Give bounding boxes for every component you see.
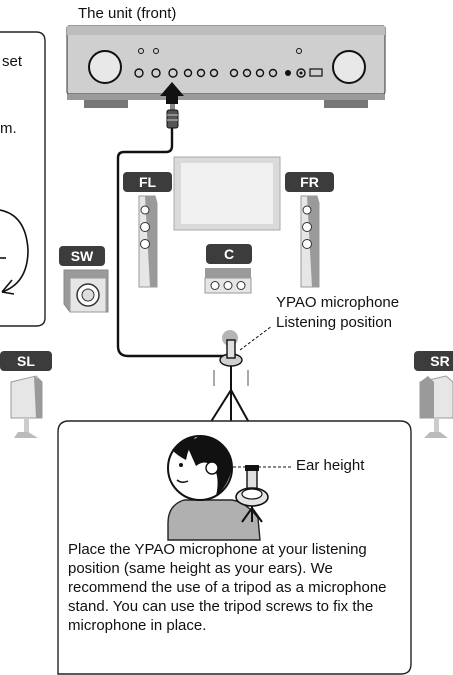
front-right-speaker-icon: FR bbox=[285, 172, 334, 288]
surround-right-speaker-icon: SR bbox=[414, 351, 453, 438]
center-speaker-icon: C bbox=[204, 244, 252, 294]
mic-leader-line bbox=[239, 325, 273, 351]
subwoofer-icon: SW bbox=[59, 246, 109, 313]
badge-sw-text: SW bbox=[71, 248, 94, 264]
unit-front-label: The unit (front) bbox=[78, 5, 177, 22]
connect-arrow-icon bbox=[160, 82, 184, 104]
tip-fragment-2: m. bbox=[0, 120, 17, 137]
badge-c-text: C bbox=[224, 246, 234, 262]
badge-sr-text: SR bbox=[430, 353, 449, 369]
badge-fl-text: FL bbox=[139, 174, 157, 190]
badge-fr-text: FR bbox=[300, 174, 319, 190]
front-left-speaker-icon: FL bbox=[123, 172, 172, 288]
tip-fragment-1: set bbox=[2, 53, 23, 70]
listener-face-icon bbox=[167, 435, 261, 541]
surround-left-speaker-icon: SL bbox=[0, 351, 52, 438]
mic-label-line2: Listening position bbox=[276, 314, 392, 331]
mic-cable bbox=[116, 128, 228, 358]
mic-label-line1: YPAO microphone bbox=[276, 294, 400, 311]
tripod-mic-icon bbox=[206, 339, 253, 429]
closeup-mic-icon bbox=[235, 465, 269, 523]
tv-icon bbox=[173, 156, 281, 231]
badge-sl-text: SL bbox=[17, 353, 35, 369]
ear-height-label: Ear height bbox=[296, 457, 365, 474]
placement-note: Place the YPAO microphone at your listen… bbox=[68, 541, 387, 634]
rotate-arrow-icon bbox=[0, 209, 29, 295]
av-receiver-icon bbox=[66, 25, 386, 108]
tip-box bbox=[0, 31, 46, 327]
mic-plug-icon bbox=[166, 104, 179, 129]
note-box bbox=[57, 420, 412, 675]
